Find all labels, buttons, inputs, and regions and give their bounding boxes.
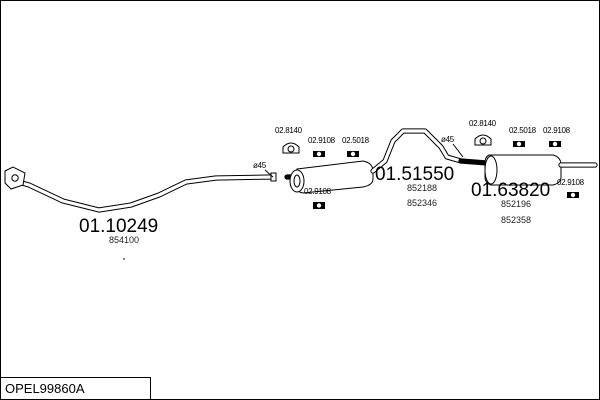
middle-silencer[interactable] [284, 128, 464, 194]
svg-text:02.9108: 02.9108 [308, 136, 336, 145]
rear-hanger-a[interactable]: 02.5018 [509, 126, 537, 147]
svg-text:ø45: ø45 [253, 161, 267, 170]
mid-hanger-b[interactable]: 02.5018 [342, 136, 370, 157]
rear-joint-diameter: ø45 [441, 135, 464, 158]
svg-text:02.8140: 02.8140 [469, 119, 497, 128]
mid-hanger-c[interactable]: 02.9108 [304, 187, 332, 209]
svg-text:02.8140: 02.8140 [275, 126, 303, 135]
rear-hanger-b[interactable]: 02.9108 [543, 126, 571, 147]
svg-text:01.51550: 01.51550 [375, 164, 454, 185]
rear-silencer-label: 01.63820 852196 852358 [471, 180, 550, 225]
front-pipe[interactable] [4, 166, 277, 260]
svg-text:02.9108: 02.9108 [543, 126, 571, 135]
mid-clamp-a[interactable]: 02.8140 [275, 126, 303, 154]
front-pipe-label: 01.10249 854100 [79, 216, 158, 245]
mid-hanger-a[interactable]: 02.9108 [308, 136, 336, 157]
rear-silencer[interactable] [458, 154, 598, 186]
svg-text:852188: 852188 [407, 183, 437, 193]
svg-text:01.10249: 01.10249 [79, 216, 158, 237]
svg-text:02.5018: 02.5018 [509, 126, 537, 135]
rear-hanger-c[interactable]: 02.9108 [557, 178, 585, 198]
svg-text:01.63820: 01.63820 [471, 180, 550, 201]
svg-text:02.9108: 02.9108 [557, 178, 585, 187]
flange-bolt-icon [11, 174, 19, 182]
svg-text:852196: 852196 [501, 199, 531, 209]
rear-clamp[interactable]: 02.8140 [469, 119, 497, 146]
svg-text:ø45: ø45 [441, 135, 455, 144]
front-joint-diameter: ø45 [253, 161, 274, 178]
svg-text:02.9108: 02.9108 [304, 187, 332, 196]
svg-text:02.5018: 02.5018 [342, 136, 370, 145]
diagram-code: OPEL99860A [1, 377, 151, 399]
svg-text:852358: 852358 [501, 215, 531, 225]
middle-silencer-label: 01.51550 852188 852346 [375, 164, 454, 208]
svg-text:852346: 852346 [407, 198, 437, 208]
svg-text:854100: 854100 [109, 235, 139, 245]
